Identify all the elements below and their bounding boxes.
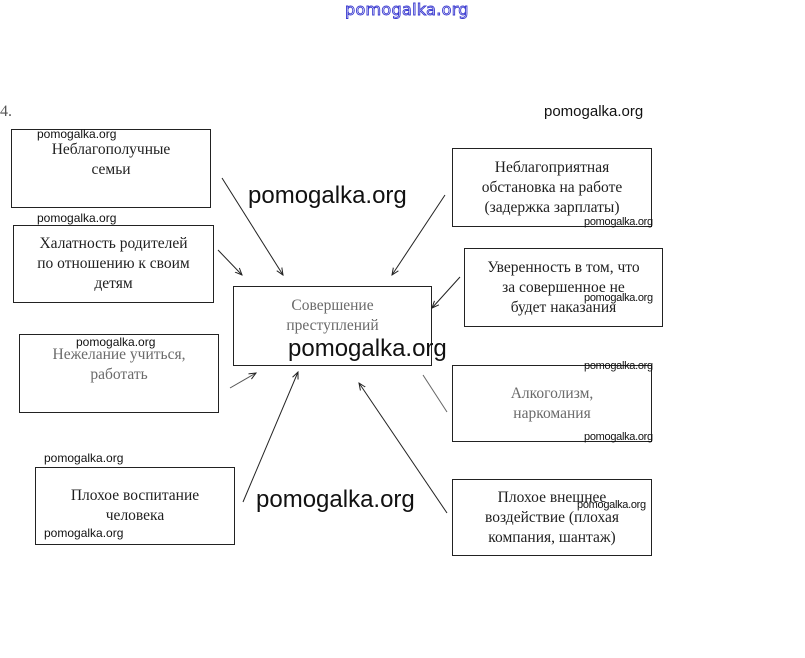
- arrow-unwilling-to-crime: [229, 373, 256, 389]
- box-line: работать: [90, 366, 148, 383]
- box-line: будет наказания: [510, 298, 617, 316]
- box-line: Нежелание учиться,: [52, 346, 186, 363]
- box-line: Совершение: [291, 297, 374, 314]
- box-line: Халатность родителей: [39, 235, 188, 252]
- watermark: pomogalka.org: [584, 360, 653, 372]
- box-line: по отношению к своим: [37, 255, 190, 272]
- box-line: Плохое воспитание: [70, 487, 200, 504]
- watermark: pomogalka.org: [544, 103, 644, 120]
- box-line: семьи: [91, 161, 131, 178]
- cause-box-text: Уверенность в том, что за совершенное не…: [481, 258, 645, 318]
- watermark: pomogalka.org: [248, 182, 407, 209]
- arrow-upbringing-to-crime: [242, 372, 298, 503]
- center-box-text: Совершение преступлений: [280, 296, 384, 336]
- cause-box-work: Неблагоприятная обстановка на работе (за…: [452, 148, 652, 227]
- box-line: Неблагополучные: [51, 141, 171, 158]
- watermark: pomogalka.org: [288, 335, 447, 362]
- watermark: pomogalka.org: [37, 211, 117, 225]
- box-line: компания, шантаж): [488, 528, 616, 546]
- watermark: pomogalka.org: [577, 499, 646, 511]
- cause-box-text: Неблагоприятная обстановка на работе (за…: [476, 158, 629, 218]
- watermark: pomogalka.org: [584, 431, 653, 443]
- task-number: 4.: [0, 103, 12, 120]
- box-line: Алкоголизм,: [510, 384, 594, 402]
- box-line: за совершенное не: [502, 278, 625, 296]
- cause-box-text: Алкоголизм, наркомания: [505, 384, 600, 424]
- box-line: преступлений: [286, 317, 379, 334]
- arrow-alcohol-to-crime: [422, 374, 448, 413]
- box-line: Уверенность в том, что: [487, 258, 640, 276]
- box-line: человека: [105, 507, 165, 524]
- watermark: pomogalka.org: [44, 451, 124, 465]
- watermark: pomogalka.org: [37, 127, 117, 141]
- cause-box-negligence: Халатность родителей по отношению к свои…: [13, 225, 214, 303]
- cause-box-upbringing: Плохое воспитание человека: [35, 467, 235, 545]
- watermark: pomogalka.org: [584, 216, 653, 228]
- cause-box-text: Халатность родителей по отношению к свои…: [31, 234, 196, 294]
- cause-box-impunity: Уверенность в том, что за совершенное не…: [464, 248, 663, 327]
- header-watermark: pomogalka.org: [345, 0, 469, 19]
- watermark: pomogalka.org: [76, 335, 156, 349]
- box-line: обстановка на работе: [481, 178, 623, 196]
- watermark: pomogalka.org: [44, 526, 124, 540]
- cause-box-text: Плохое внешнее воздействие (плохая компа…: [479, 488, 625, 548]
- box-line: воздействие (плохая: [485, 508, 619, 526]
- cause-box-text: Неблагополучные семьи: [46, 140, 177, 180]
- box-line: Плохое внешнее: [497, 488, 607, 506]
- box-line: детям: [94, 275, 133, 292]
- watermark: pomogalka.org: [256, 486, 415, 513]
- arrow-negligence-to-crime: [217, 249, 242, 275]
- cause-box-unwilling: Нежелание учиться, работать: [19, 334, 219, 413]
- center-box-crime: Совершение преступлений: [233, 286, 432, 366]
- watermark: pomogalka.org: [584, 292, 653, 304]
- cause-box-text: Нежелание учиться, работать: [47, 345, 192, 385]
- cause-box-families: Неблагополучные семьи: [11, 129, 211, 208]
- cause-box-influence: Плохое внешнее воздействие (плохая компа…: [452, 479, 652, 556]
- box-line: (задержка зарплаты): [484, 198, 620, 216]
- box-line: Неблагоприятная: [494, 158, 610, 176]
- cause-box-alcohol: Алкоголизм, наркомания: [452, 365, 652, 442]
- cause-box-text: Плохое воспитание человека: [65, 486, 205, 526]
- box-line: наркомания: [513, 404, 591, 422]
- arrow-impunity-to-crime: [432, 276, 461, 308]
